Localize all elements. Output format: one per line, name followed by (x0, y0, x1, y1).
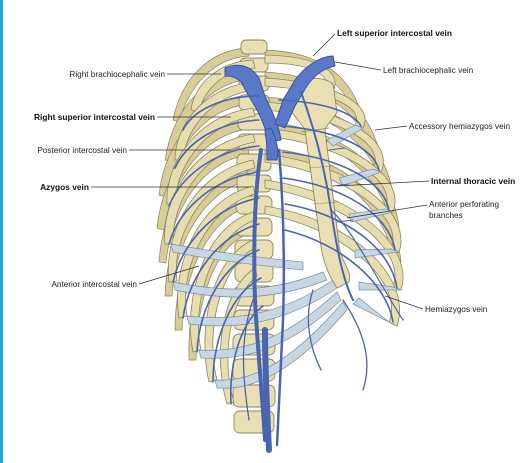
label-hemiazygos-vein: Hemiazygos vein (425, 305, 488, 314)
label-azygos-vein: Azygos vein (40, 182, 89, 192)
label-internal-thoracic-vein: Internal thoracic vein (431, 176, 515, 186)
label-accessory-hemiazygos-vein: Accessory hemiazygos vein (409, 122, 510, 131)
label-anterior-intercostal-vein: Anterior intercostal vein (51, 280, 137, 289)
leader-lines (91, 33, 430, 310)
label-right-brachiocephalic-vein: Right brachiocephalic vein (69, 70, 165, 79)
label-left-superior-intercostal-vein: Left superior intercostal vein (337, 28, 452, 38)
rib-cage-diagram: Left superior intercostal vein Right bra… (34, 28, 515, 453)
label-anterior-perforating-branches-line1: Anterior perforating (429, 200, 500, 209)
label-right-superior-intercostal-vein: Right superior intercostal vein (34, 112, 155, 122)
labels: Left superior intercostal vein Right bra… (34, 28, 515, 314)
label-left-brachiocephalic-vein: Left brachiocephalic vein (383, 66, 474, 75)
veins (168, 55, 404, 453)
label-posterior-intercostal-vein: Posterior intercostal vein (37, 146, 127, 155)
label-anterior-perforating-branches-line2: branches (429, 211, 463, 220)
